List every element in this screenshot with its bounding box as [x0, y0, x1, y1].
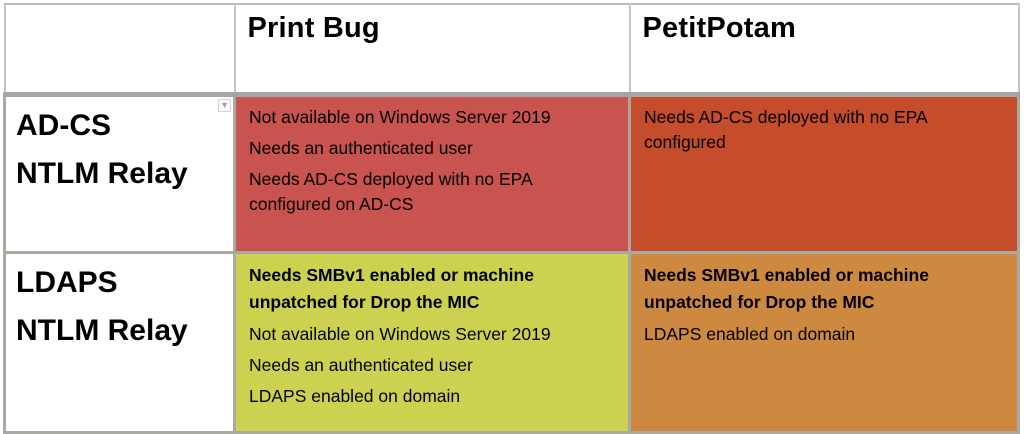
row-title-line: NTLM Relay — [16, 314, 188, 347]
cell-ldaps-print-bug: Needs SMBv1 enabled or machine unpatched… — [233, 251, 631, 434]
column-title-print-bug: Print Bug — [247, 12, 380, 44]
row-header-adcs-ntlm-relay: ▾ AD-CS NTLM Relay — [3, 93, 236, 254]
cell-ldaps-petitpotam: Needs SMBv1 enabled or machine unpatched… — [628, 251, 1020, 434]
row-title-line: NTLM Relay — [16, 157, 188, 190]
requirement-text: Needs an authenticated user — [249, 138, 473, 158]
requirement-text: Not available on Windows Server 2019 — [249, 324, 551, 344]
ntlm-relay-comparison-table: Print Bug PetitPotam ▾ AD-CS NTLM Relay … — [3, 3, 1020, 434]
requirement-text: Needs AD-CS deployed with no EPA configu… — [644, 107, 927, 152]
requirement-text: Not available on Windows Server 2019 — [249, 107, 551, 127]
requirement-text: LDAPS enabled on domain — [644, 324, 856, 344]
row-adcs-ntlm-relay: ▾ AD-CS NTLM Relay Not available on Wind… — [3, 93, 1020, 254]
row-title-line: LDAPS — [16, 266, 118, 299]
column-header-print-bug: Print Bug — [233, 3, 631, 97]
column-title-petitpotam: PetitPotam — [642, 12, 796, 44]
cell-dropdown-arrow-icon[interactable]: ▾ — [218, 99, 231, 112]
requirement-text: Needs AD-CS deployed with no EPA configu… — [249, 169, 532, 214]
column-header-petitpotam: PetitPotam — [628, 3, 1020, 97]
requirement-text: LDAPS enabled on domain — [249, 386, 461, 406]
requirement-text-bold: Needs SMBv1 enabled or machine unpatched… — [249, 265, 534, 312]
cell-adcs-print-bug: Not available on Windows Server 2019 Nee… — [233, 93, 631, 254]
requirement-text-bold: Needs SMBv1 enabled or machine unpatched… — [644, 265, 929, 312]
comparison-table-container: Print Bug PetitPotam ▾ AD-CS NTLM Relay … — [3, 3, 1020, 434]
corner-cell — [3, 3, 236, 97]
header-row: Print Bug PetitPotam — [3, 3, 1020, 97]
row-title-line: AD-CS — [16, 109, 111, 142]
cell-adcs-petitpotam: Needs AD-CS deployed with no EPA configu… — [628, 93, 1020, 254]
row-header-ldaps-ntlm-relay: LDAPS NTLM Relay — [3, 251, 236, 434]
requirement-text: Needs an authenticated user — [249, 355, 473, 375]
row-ldaps-ntlm-relay: LDAPS NTLM Relay Needs SMBv1 enabled or … — [3, 251, 1020, 434]
